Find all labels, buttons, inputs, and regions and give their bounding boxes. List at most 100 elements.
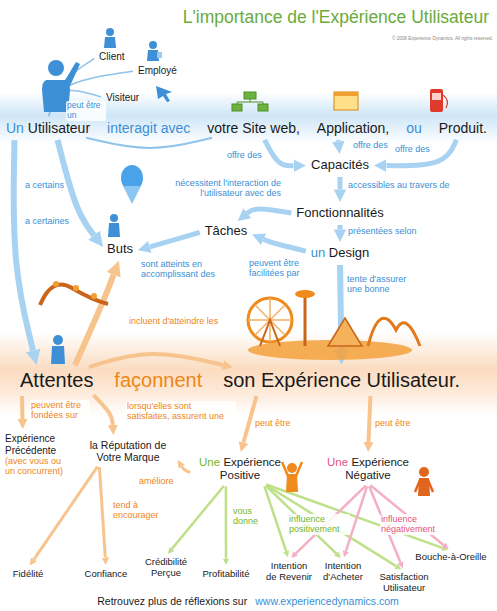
connector-arrow (370, 485, 443, 545)
node-text: Expérience Précédente (5, 433, 67, 456)
concept-node: Employé (136, 64, 179, 78)
node-text: (avec vous ou un concurrent) (5, 456, 67, 477)
edge-label: sont atteints en accomplissant des (140, 259, 220, 280)
node-text: Profitabilité (203, 569, 250, 580)
amusement-park (248, 290, 420, 360)
goal-figure (108, 214, 120, 237)
edge-label: peuvent être fondées sur (30, 400, 90, 421)
edge-label: façonnent (112, 368, 204, 393)
node-text: Un (6, 120, 24, 136)
node-text: Expérience Négative (345, 456, 409, 481)
positive-figure (286, 474, 298, 492)
edge-label: incluent d'atteindre les (128, 316, 219, 326)
node-text: Visiteur (106, 92, 139, 104)
node-text: Capacités (311, 158, 369, 173)
node-text: Intention d'Acheter (319, 561, 367, 583)
edge-label: offre des (352, 140, 389, 150)
goal-figure (108, 223, 120, 237)
connector-arrow (20, 396, 25, 419)
concept-node: Visiteur (104, 91, 141, 105)
concept-node: Intention d'Acheter (317, 560, 369, 584)
slide-ride (40, 281, 108, 305)
concept-node: Intention de Revenir (263, 560, 315, 584)
note-label: Retrouvez plus de réflexions sur (95, 594, 249, 608)
page-title: L'importance de l'Expérience Utilisateur (100, 7, 489, 27)
concept-node: Produit. (437, 119, 489, 137)
edge-label: lorsqu'elles sont satisfaites, assurent … (126, 401, 236, 422)
connector-arrow (266, 485, 396, 566)
client-figure (104, 37, 116, 48)
concept-node: Capacités (309, 157, 371, 174)
node-text: votre Site web, (207, 120, 300, 136)
edge-label: a certains (24, 180, 65, 190)
edge-label: offre des (394, 144, 431, 154)
edge-label: offre des (226, 150, 263, 160)
sitemap-icon (232, 92, 268, 111)
connector-arrow (150, 232, 200, 247)
connector-arrow (247, 209, 291, 213)
phone-icon (443, 95, 447, 108)
negative-figure (415, 467, 433, 496)
connector-arrow (369, 396, 371, 442)
concept-node: Confiance (83, 568, 130, 581)
note-label: www.experiencedynamics.com (253, 594, 401, 608)
sitemap-icon (232, 104, 242, 111)
sitemap-icon (237, 99, 263, 104)
node-text: Intention de Revenir (265, 561, 313, 583)
connector-arrow (94, 395, 113, 425)
node-text: Design (329, 245, 369, 260)
note-label: © 2008 Experience Dynamics. All rights r… (392, 36, 493, 41)
slide-ride (73, 285, 79, 291)
node-text: Fidélité (13, 569, 44, 580)
concept-node: Crédibilité Perçue (138, 556, 194, 580)
amusement-park (328, 318, 362, 346)
slide-ride (53, 281, 59, 287)
negative-figure (419, 467, 429, 477)
node-text: Buts (107, 242, 133, 257)
connector-arrow (225, 486, 228, 558)
node-text: Une (327, 456, 348, 468)
concept-node: Buts (105, 241, 135, 258)
edge-label: présentées selon (347, 226, 418, 236)
employee-figure (149, 41, 157, 49)
concept-node: Client (97, 50, 127, 64)
edge-label: tend à encourager (112, 500, 164, 521)
node-text: Application, (317, 120, 389, 136)
concept-node: votre Site web, (205, 119, 302, 137)
concept-node: Profitabilité (201, 568, 252, 581)
connector-arrow (337, 225, 342, 230)
connector-arrow (34, 467, 98, 560)
positive-figure (282, 462, 302, 476)
edge-label: accessibles au travers de (347, 180, 451, 190)
client-figure (104, 28, 116, 48)
negative-figure (415, 480, 433, 492)
phone-icon (432, 93, 441, 100)
edge-label: peut être (254, 418, 292, 428)
connector-arrow (336, 140, 341, 142)
employee-figure (157, 52, 162, 58)
node-text: Bouche-à-Oreille (415, 552, 486, 563)
connector-arrow (99, 467, 105, 557)
client-figure (106, 28, 114, 36)
thought-balloon (121, 165, 143, 204)
edge-label: interagit avec (105, 119, 192, 137)
edge-label: vous donne (232, 506, 264, 527)
edge-label: tente d'assurer une bonne (346, 274, 420, 295)
node-text: Expérience Positive (220, 456, 281, 481)
expectation-figure (53, 335, 63, 345)
slide-ride (40, 284, 108, 305)
node-text: Employé (138, 65, 177, 77)
amusement-park (260, 320, 280, 346)
sitemap-icon (258, 104, 268, 111)
node-text: Tâches (205, 224, 248, 239)
visitor-icon (156, 86, 172, 102)
amusement-park (368, 318, 420, 346)
connector-arrow (182, 466, 191, 472)
node-text: un (311, 245, 325, 260)
concept-node: Fidélité (11, 568, 46, 581)
concept-node: Expérience Précédente(avec vous ou un co… (3, 432, 69, 478)
positive-figure (282, 462, 302, 492)
browser-icon (334, 92, 358, 110)
user-figure (48, 60, 64, 76)
node-text: Une (199, 456, 220, 468)
